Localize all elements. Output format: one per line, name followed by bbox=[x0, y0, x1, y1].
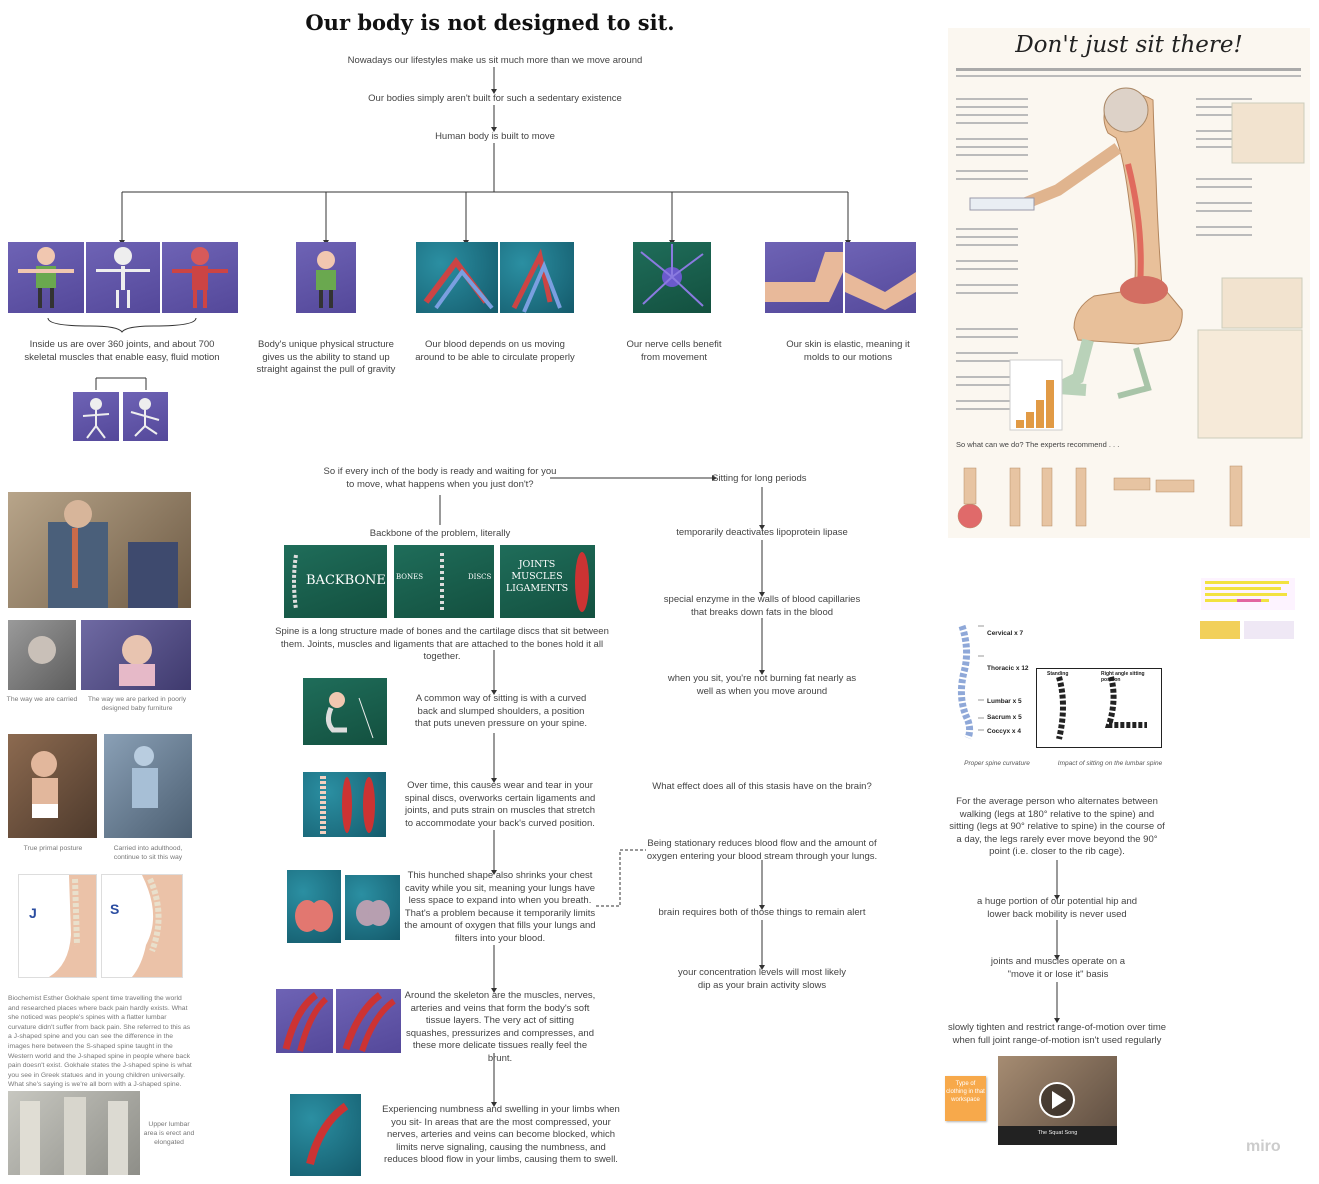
dont-sit-infographic: Don't just sit there! bbox=[948, 28, 1310, 538]
right-flow-brain-question: What effect does all of this stasis have… bbox=[652, 781, 872, 792]
gokhale-text: Biochemist Esther Gokhale spent time tra… bbox=[8, 995, 192, 1089]
middle-flow-tissues: Around the skeleton are the muscles, ner… bbox=[404, 990, 596, 1064]
spine-label-thoracic: Thoracic x 12 bbox=[987, 665, 1029, 672]
spine-label-sacrum: Sacrum x 5 bbox=[987, 714, 1022, 721]
nerve-cell-image bbox=[633, 242, 711, 313]
fig-label-sitting: Right angle sitting position bbox=[1101, 671, 1145, 683]
lungs-image bbox=[287, 870, 341, 943]
spine-label-cervical: Cervical x 7 bbox=[987, 630, 1024, 637]
sticky-note-text: Type of clothing in that workspace bbox=[946, 1081, 985, 1103]
fig-label-standing: Standing bbox=[1047, 671, 1069, 677]
bones-card-label: BONES bbox=[396, 573, 424, 581]
carried-baby-photo bbox=[8, 492, 191, 608]
joints-card-label: JOINTS MUSCLES LIGAMENTS bbox=[505, 559, 569, 594]
bones-discs-card: BONES DISCS bbox=[394, 545, 494, 618]
miro-logo: miro bbox=[1246, 1138, 1281, 1155]
right-flow-sitting: Sitting for long periods bbox=[712, 473, 807, 484]
adulthood-sitting-photo bbox=[104, 734, 192, 838]
branch-joints: Inside us are over 360 joints, and about… bbox=[24, 339, 220, 363]
skeleton-muscles-image bbox=[162, 242, 238, 313]
flow-node-sedentary: Our bodies simply aren't built for such … bbox=[368, 93, 622, 104]
branch-skin: Our skin is elastic, meaning it molds to… bbox=[786, 339, 910, 363]
middle-flow-lungs: This hunched shape also shrinks your che… bbox=[404, 870, 596, 944]
flow-node-lifestyle: Nowadays our lifestyles make us sit much… bbox=[347, 55, 643, 66]
highlight-note-3 bbox=[1244, 621, 1294, 639]
j-spine-label: J bbox=[29, 905, 37, 921]
moving-skeleton-image bbox=[73, 392, 119, 441]
highlight-note bbox=[1201, 578, 1295, 610]
s-spine-image: S bbox=[101, 874, 183, 978]
right-flow-enzyme: special enzyme in the walls of blood cap… bbox=[663, 594, 861, 618]
middle-flow-slumped: A common way of sitting is with a curved… bbox=[414, 693, 588, 730]
moving-skeleton-image-2 bbox=[123, 392, 168, 441]
primal-posture-photo bbox=[8, 734, 97, 838]
infographic-title: Don't just sit there! bbox=[1015, 32, 1243, 58]
branch-blood: Our blood depends on us moving around to… bbox=[415, 339, 575, 363]
skeleton-bones-image bbox=[86, 242, 160, 313]
spine-description: Spine is a long structure made of bones … bbox=[275, 626, 609, 663]
spine-muscles-image bbox=[303, 772, 386, 837]
squat-song-video[interactable]: The Squat Song bbox=[998, 1056, 1117, 1145]
legs-rarely-move-node: For the average person who alternates be… bbox=[949, 796, 1165, 858]
middle-flow-numbness: Experiencing numbness and swelling in yo… bbox=[382, 1104, 620, 1166]
j-spine-image: J bbox=[18, 874, 97, 978]
tissue-layers-image bbox=[276, 989, 333, 1053]
spine-label-lumbar: Lumbar x 5 bbox=[987, 698, 1022, 705]
right-flow-lipase: temporarily deactivates lipoprotein lipa… bbox=[676, 527, 848, 538]
blood-vessel-image-2 bbox=[500, 242, 574, 313]
branch-nerve: Our nerve cells benefit from movement bbox=[626, 339, 722, 363]
infographic-section-label: So what can we do? The experts recommend… bbox=[956, 440, 1120, 449]
blood-vessel-image bbox=[416, 242, 498, 313]
sticky-note[interactable]: Type of clothing in that workspace bbox=[945, 1076, 986, 1121]
spine-label-coccyx: Coccyx x 4 bbox=[987, 728, 1021, 735]
baby-carried-photo bbox=[8, 620, 76, 690]
caption-upper-lumbar: Upper lumbar area is erect and elongated bbox=[143, 1121, 195, 1146]
move-it-or-lose-it-node: joints and muscles operate on a "move it… bbox=[990, 956, 1126, 980]
range-of-motion-node: slowly tighten and restrict range-of-mot… bbox=[947, 1022, 1167, 1046]
caption-proper-spine: Proper spine curvature bbox=[964, 760, 1030, 767]
slumped-sitting-image bbox=[303, 678, 387, 745]
highlight-note-2 bbox=[1200, 621, 1240, 639]
tissue-compressed-image bbox=[336, 989, 401, 1053]
flow-node-built-to-move: Human body is built to move bbox=[435, 131, 555, 142]
branch-structure: Body's unique physical structure gives u… bbox=[256, 339, 396, 376]
caption-primal: True primal posture bbox=[23, 845, 83, 852]
joints-muscles-card: JOINTS MUSCLES LIGAMENTS bbox=[500, 545, 595, 618]
greek-statues-photo bbox=[8, 1091, 140, 1175]
numbness-image bbox=[290, 1094, 361, 1176]
skin-elbow-image bbox=[765, 242, 843, 313]
caption-adulthood: Carried into adulthood, continue to sit … bbox=[113, 845, 183, 861]
lungs-compressed-image bbox=[345, 875, 400, 940]
baby-parked-photo bbox=[81, 620, 191, 690]
lumbar-sitting-diagram: Standing Right angle sitting position bbox=[1036, 668, 1162, 748]
video-title: The Squat Song bbox=[1037, 1130, 1078, 1136]
standing-figure-image bbox=[296, 242, 356, 313]
caption-lumbar-impact: Impact of sitting on the lumbar spine bbox=[1057, 760, 1163, 767]
discs-card-label: DISCS bbox=[468, 573, 492, 581]
skin-arm-image bbox=[845, 242, 916, 313]
backbone-label: Backbone of the problem, literally bbox=[369, 528, 511, 539]
middle-flow-wear: Over time, this causes wear and tear in … bbox=[404, 780, 596, 829]
s-spine-label: S bbox=[110, 901, 120, 917]
right-flow-alert: brain requires both of those things to r… bbox=[658, 907, 866, 918]
right-flow-blood-oxygen: Being stationary reduces blood flow and … bbox=[646, 838, 878, 862]
caption-carried: The way we are carried bbox=[6, 696, 78, 703]
spine-curvature-diagram bbox=[952, 620, 1032, 740]
main-title: Our body is not designed to sit. bbox=[305, 10, 675, 35]
hip-mobility-node: a huge portion of our potential hip and … bbox=[976, 896, 1138, 920]
right-flow-fat: when you sit, you're not burning fat nea… bbox=[667, 673, 857, 697]
caption-parked: The way we are parked in poorly designed… bbox=[87, 696, 187, 712]
skeleton-figure-image bbox=[8, 242, 84, 313]
backbone-card: BACKBONE bbox=[284, 545, 387, 618]
question-node: So if every inch of the body is ready an… bbox=[323, 466, 557, 490]
right-flow-concentration: your concentration levels will most like… bbox=[678, 967, 846, 991]
backbone-card-label: BACKBONE bbox=[306, 573, 386, 588]
